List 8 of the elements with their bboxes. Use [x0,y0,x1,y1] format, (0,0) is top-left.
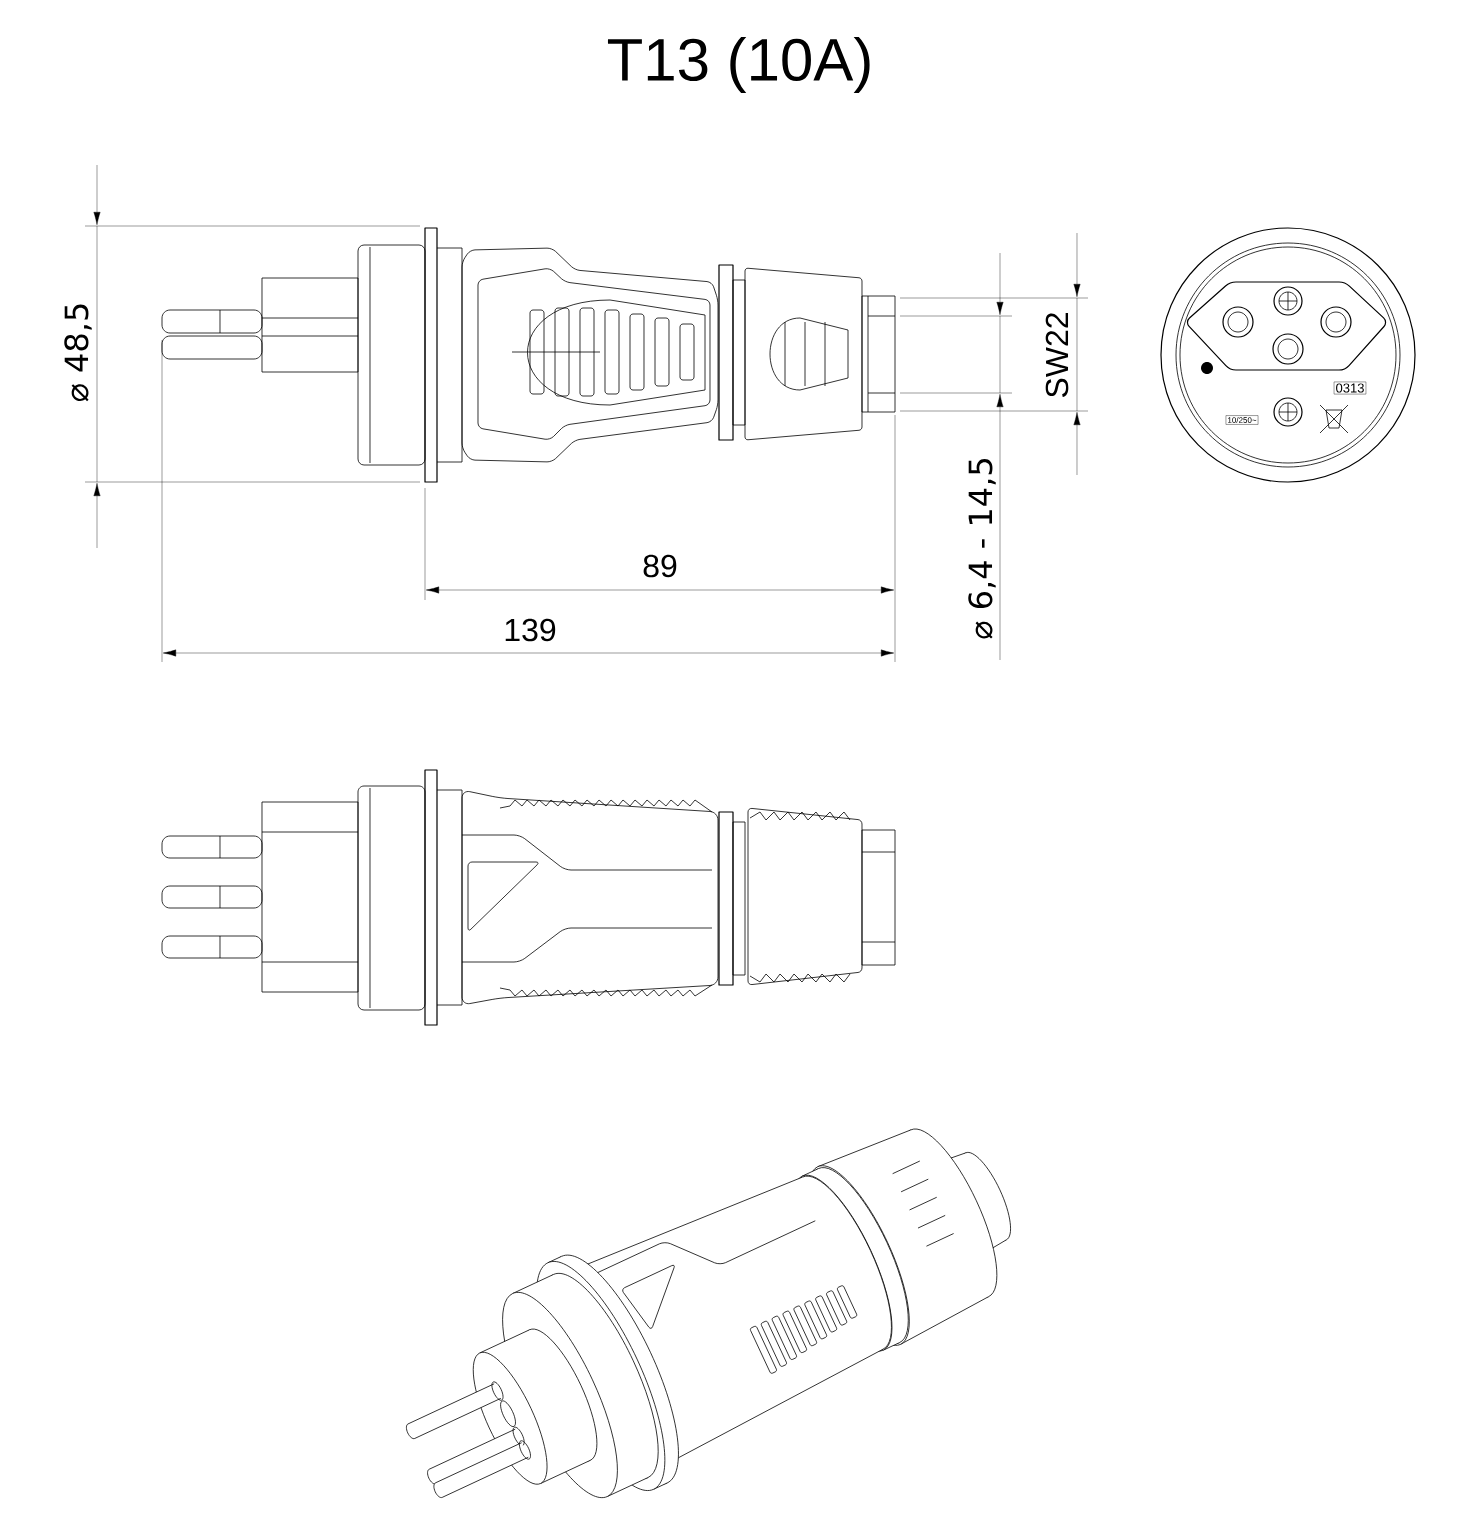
marking-label: 0313 [1333,381,1367,395]
title: T13 (10A) [607,37,870,93]
dimension-label: ⌀ 6,4 - 14,5 [967,455,997,641]
dimension-label: 89 [641,553,679,579]
dimension-label: 139 [502,617,558,643]
marking-label: 10/250~ [1225,415,1259,425]
dimension-label: SW22 [1044,310,1070,400]
dimension-label: ⌀ 48,5 [63,300,93,404]
